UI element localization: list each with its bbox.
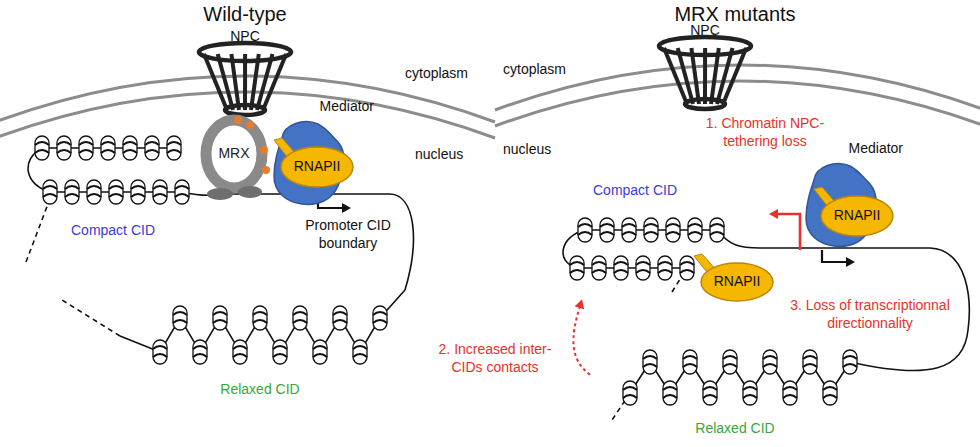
contact-arrow: [573, 306, 590, 375]
rnapii: RNAPII: [820, 195, 894, 237]
label-holder: 1. Chromatin NPC-tethering loss: [695, 114, 835, 150]
compartment-label: cytoplasm: [503, 60, 583, 78]
node-label: Compact CID: [71, 222, 155, 239]
chromatin-fiber: [26, 148, 969, 420]
npc: NPC: [650, 22, 760, 114]
label-holder: Wild-type: [145, 2, 345, 26]
label-holder: MRX mutants: [635, 2, 835, 26]
node-label: Compact CID: [593, 182, 677, 199]
node-label: RNAPII: [714, 273, 761, 290]
node-label: NPC: [230, 28, 260, 45]
npc: NPC: [190, 28, 300, 120]
panel-title: MRX mutants: [635, 2, 835, 26]
rnapii: RNAPII: [280, 146, 354, 188]
relaxed-cid: Relaxed CID: [590, 330, 880, 442]
label-holder: cytoplasm: [405, 64, 485, 82]
compartment-label: cytoplasm: [405, 64, 485, 82]
mrx-complex: MRX: [198, 112, 278, 208]
edge-label: 2. Increased inter-CIDs contacts: [425, 340, 565, 376]
label-holder: cytoplasm: [503, 60, 583, 78]
node-label: Mediator: [320, 98, 374, 115]
nucleosomes: [35, 136, 857, 405]
node-label: RNAPII: [834, 207, 881, 224]
label-holder: nucleus: [503, 140, 573, 158]
node-label: Mediator: [849, 140, 903, 157]
node-label: MRX: [218, 145, 249, 162]
compartment-label: nucleus: [415, 145, 485, 163]
compact-cid: Compact CID: [8, 118, 218, 244]
promoter-label: Promoter CID boundary: [298, 216, 398, 252]
rnapii: RNAPII: [700, 262, 774, 302]
panel-title: Wild-type: [145, 2, 345, 26]
label-holder: Promoter CID boundary: [298, 216, 398, 252]
node-label: RNAPII: [294, 158, 341, 175]
label-holder: nucleus: [415, 145, 485, 163]
nuclear-envelope: [0, 65, 980, 138]
mediator: MediatorRNAPII: [800, 140, 905, 258]
node-label: Relaxed CID: [695, 420, 774, 437]
promoter-arrows: [318, 197, 848, 262]
defect-note: 1. Chromatin NPC-tethering loss: [695, 114, 835, 150]
label-holder: 2. Increased inter-CIDs contacts: [425, 340, 565, 376]
compartment-label: nucleus: [503, 140, 573, 158]
node-label: Relaxed CID: [220, 381, 299, 398]
label-holder: 3. Loss of transcriptionnal directionnal…: [780, 296, 960, 332]
relaxed-cid: Relaxed CID: [108, 284, 412, 402]
mediator: MediatorRNAPII: [268, 98, 376, 208]
defect-note: 3. Loss of transcriptionnal directionnal…: [780, 296, 960, 332]
